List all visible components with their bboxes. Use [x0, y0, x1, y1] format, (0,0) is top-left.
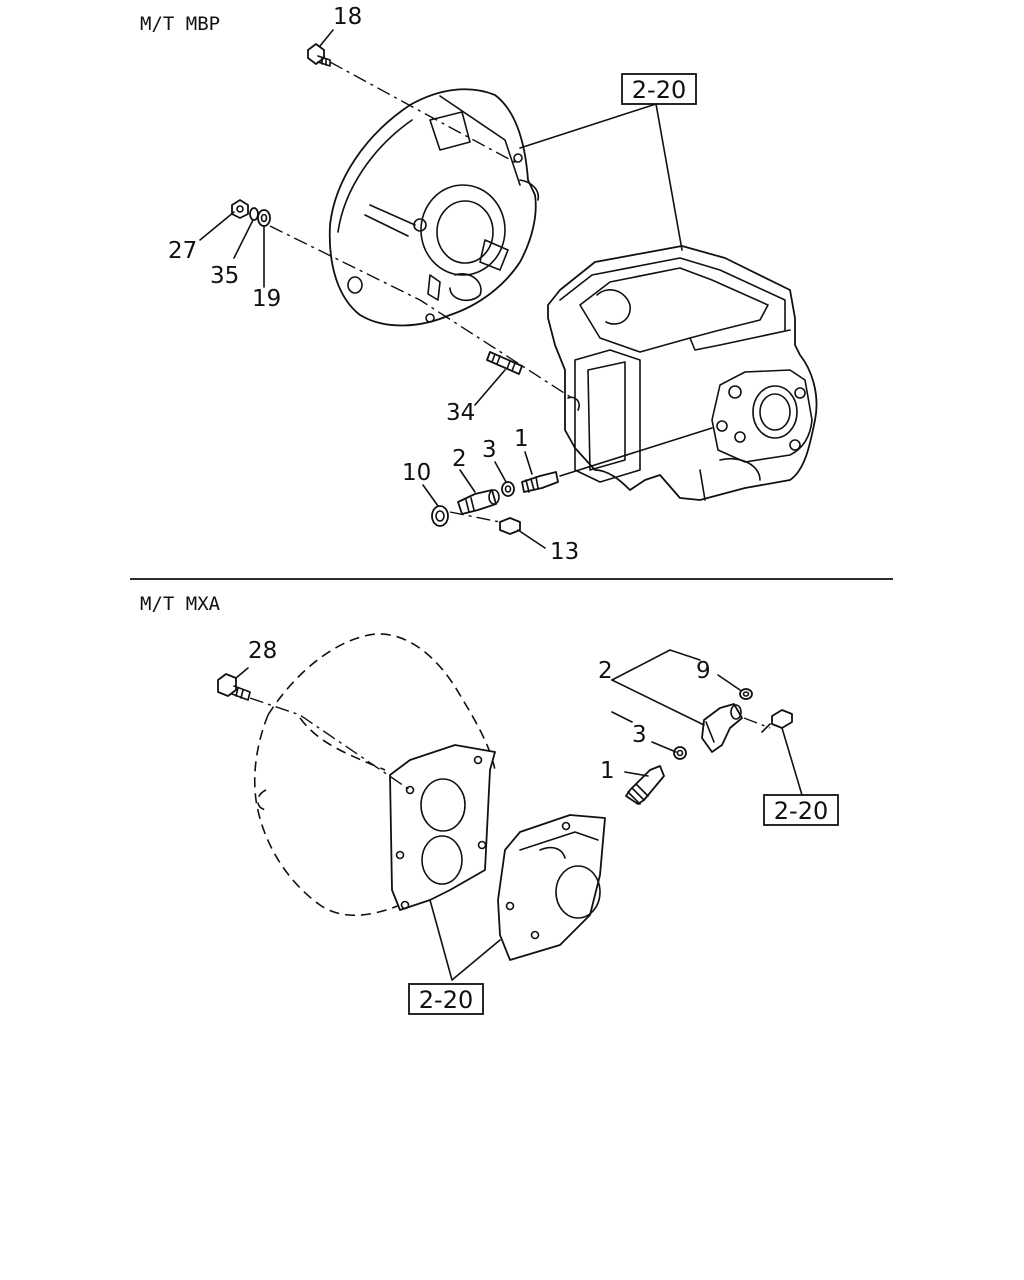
part-9-o-ring	[739, 688, 753, 700]
callout-1-mxa: 1	[600, 758, 615, 784]
adapter-plate	[497, 814, 606, 961]
section-mxa: M/T MXA	[140, 593, 839, 1015]
section-mbp: M/T MBP	[140, 4, 818, 565]
reference-label-mbp: 2-20	[632, 76, 686, 104]
transmission-case	[547, 245, 818, 501]
clutch-housing	[328, 88, 540, 327]
callout-10: 10	[402, 460, 431, 486]
reference-box-mxa-bottom	[408, 983, 484, 1015]
callout-3-mxa: 3	[632, 722, 647, 748]
reference-label-mxa-right: 2-20	[774, 797, 828, 825]
section-title-mxa: M/T MXA	[140, 593, 221, 615]
part-1-driven-gear	[521, 471, 559, 493]
part-28-bolt	[217, 673, 251, 701]
part-10-plug	[431, 505, 449, 527]
part-2-sleeve	[457, 489, 500, 515]
callout-2-mxa: 2	[598, 658, 613, 684]
part-35-washer	[249, 207, 259, 221]
part-13-bolt	[499, 517, 521, 535]
part-19-washer	[257, 209, 271, 227]
callout-3: 3	[482, 437, 497, 463]
reference-box-mbp	[621, 73, 697, 105]
callout-35: 35	[210, 263, 239, 289]
mating-flange	[389, 744, 496, 911]
callout-1: 1	[514, 426, 529, 452]
part-18-bolt	[307, 43, 331, 67]
callout-18: 18	[333, 4, 362, 30]
section-title-mbp: M/T MBP	[140, 13, 220, 35]
part-3-o-ring-mxa	[673, 746, 687, 760]
part-2-sleeve-mxa	[701, 703, 743, 753]
callout-2: 2	[452, 446, 467, 472]
part-1-driven-gear-mxa	[625, 765, 665, 805]
reference-box-mxa-right	[763, 794, 839, 826]
part-27-nut	[231, 199, 249, 219]
callout-9: 9	[696, 658, 711, 684]
callout-13: 13	[550, 539, 579, 565]
part-screw-mxa	[761, 709, 793, 733]
callout-28: 28	[248, 638, 277, 664]
part-3-o-ring	[501, 481, 515, 497]
callout-34: 34	[446, 400, 475, 426]
callout-19: 19	[252, 286, 281, 312]
part-34-stud	[486, 351, 523, 375]
callout-27: 27	[168, 238, 197, 264]
reference-label-mxa-bottom: 2-20	[419, 986, 473, 1014]
